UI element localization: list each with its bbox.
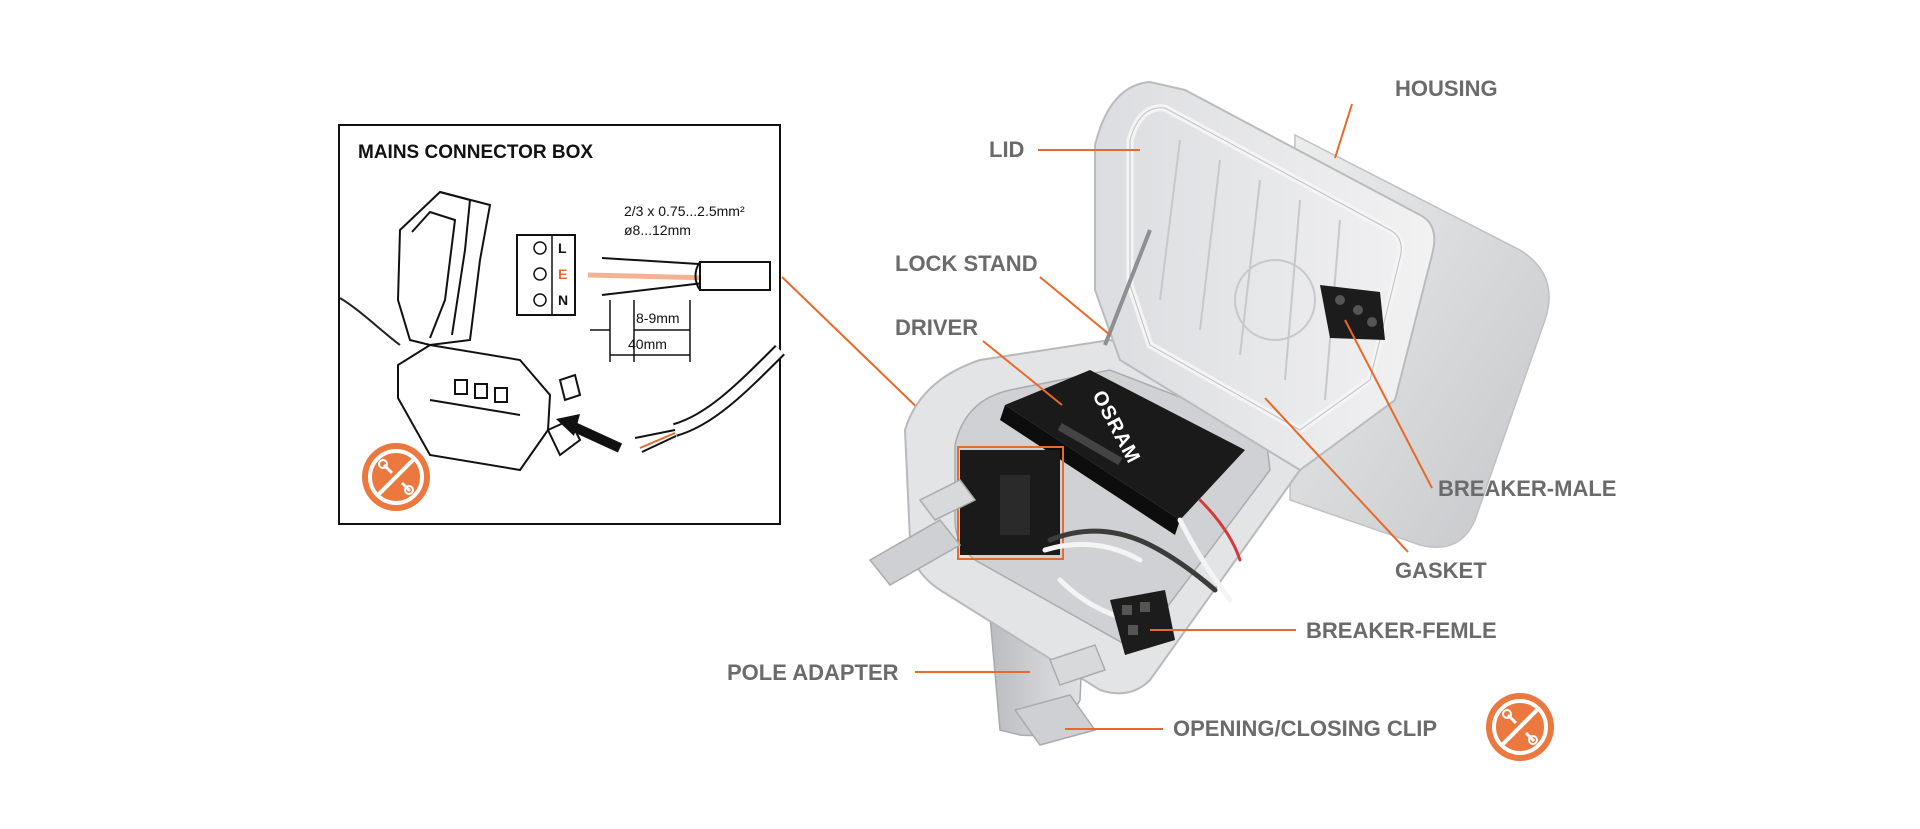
wire-ends xyxy=(587,257,771,296)
stripped-cable-drawing xyxy=(634,345,785,453)
insert-arrow xyxy=(556,414,623,453)
label-gasket: GASKET xyxy=(1395,558,1487,583)
clip-left-back xyxy=(918,479,977,521)
lid xyxy=(1094,80,1436,472)
dimension-lines xyxy=(590,300,691,362)
lid-ribs xyxy=(1159,139,1341,401)
leader-lock-stand xyxy=(1039,276,1111,336)
internal-connector-box xyxy=(960,450,1060,555)
connector-box-drawing xyxy=(396,190,582,472)
terminal-l-label: L xyxy=(558,240,567,256)
label-driver: DRIVER xyxy=(895,315,978,340)
mains-connector-inset: MAINS CONNECTOR BOX xyxy=(338,124,785,525)
callouts: LID HOUSING LOCK STAND DRIVER BREAKER-MA… xyxy=(727,76,1616,741)
driver: OSRAM xyxy=(1000,370,1245,535)
lock-stand xyxy=(1103,229,1152,346)
leader-gasket xyxy=(1264,397,1409,553)
leader-housing xyxy=(1334,103,1353,159)
no-tools-icon xyxy=(362,443,430,511)
terminal-n-label: N xyxy=(558,292,568,308)
breaker-male xyxy=(1320,285,1385,340)
label-lock-stand: LOCK STAND xyxy=(895,251,1038,276)
strip-length-label: 8-9mm xyxy=(636,310,680,326)
label-breaker-female: BREAKER-FEMLE xyxy=(1306,618,1497,643)
sheath-length-label: 40mm xyxy=(628,336,667,352)
inset-incoming-cable xyxy=(339,297,401,346)
no-tools-icon-product xyxy=(1486,693,1554,761)
inset-title: MAINS CONNECTOR BOX xyxy=(358,142,593,163)
label-opening-closing-clip: OPENING/CLOSING CLIP xyxy=(1173,716,1437,741)
label-pole-adapter: POLE ADAPTER xyxy=(727,660,899,685)
label-lid: LID xyxy=(989,137,1024,162)
leader-driver xyxy=(982,340,1063,406)
terminal-block: L E N xyxy=(516,234,576,316)
lid-center-boss xyxy=(1234,259,1316,341)
label-housing: HOUSING xyxy=(1395,76,1498,101)
clip-left-front xyxy=(868,519,962,586)
clip-right xyxy=(1049,644,1106,686)
breaker-female xyxy=(1110,590,1175,655)
cable-spec-line1: 2/3 x 0.75...2.5mm² xyxy=(624,203,745,219)
terminal-e-label: E xyxy=(558,266,567,282)
label-breaker-male: BREAKER-MALE xyxy=(1438,476,1616,501)
cable-spec-line2: ø8...12mm xyxy=(624,222,691,238)
luminaire: OSRAM xyxy=(868,80,1550,746)
leader-breaker-male xyxy=(1344,319,1433,489)
